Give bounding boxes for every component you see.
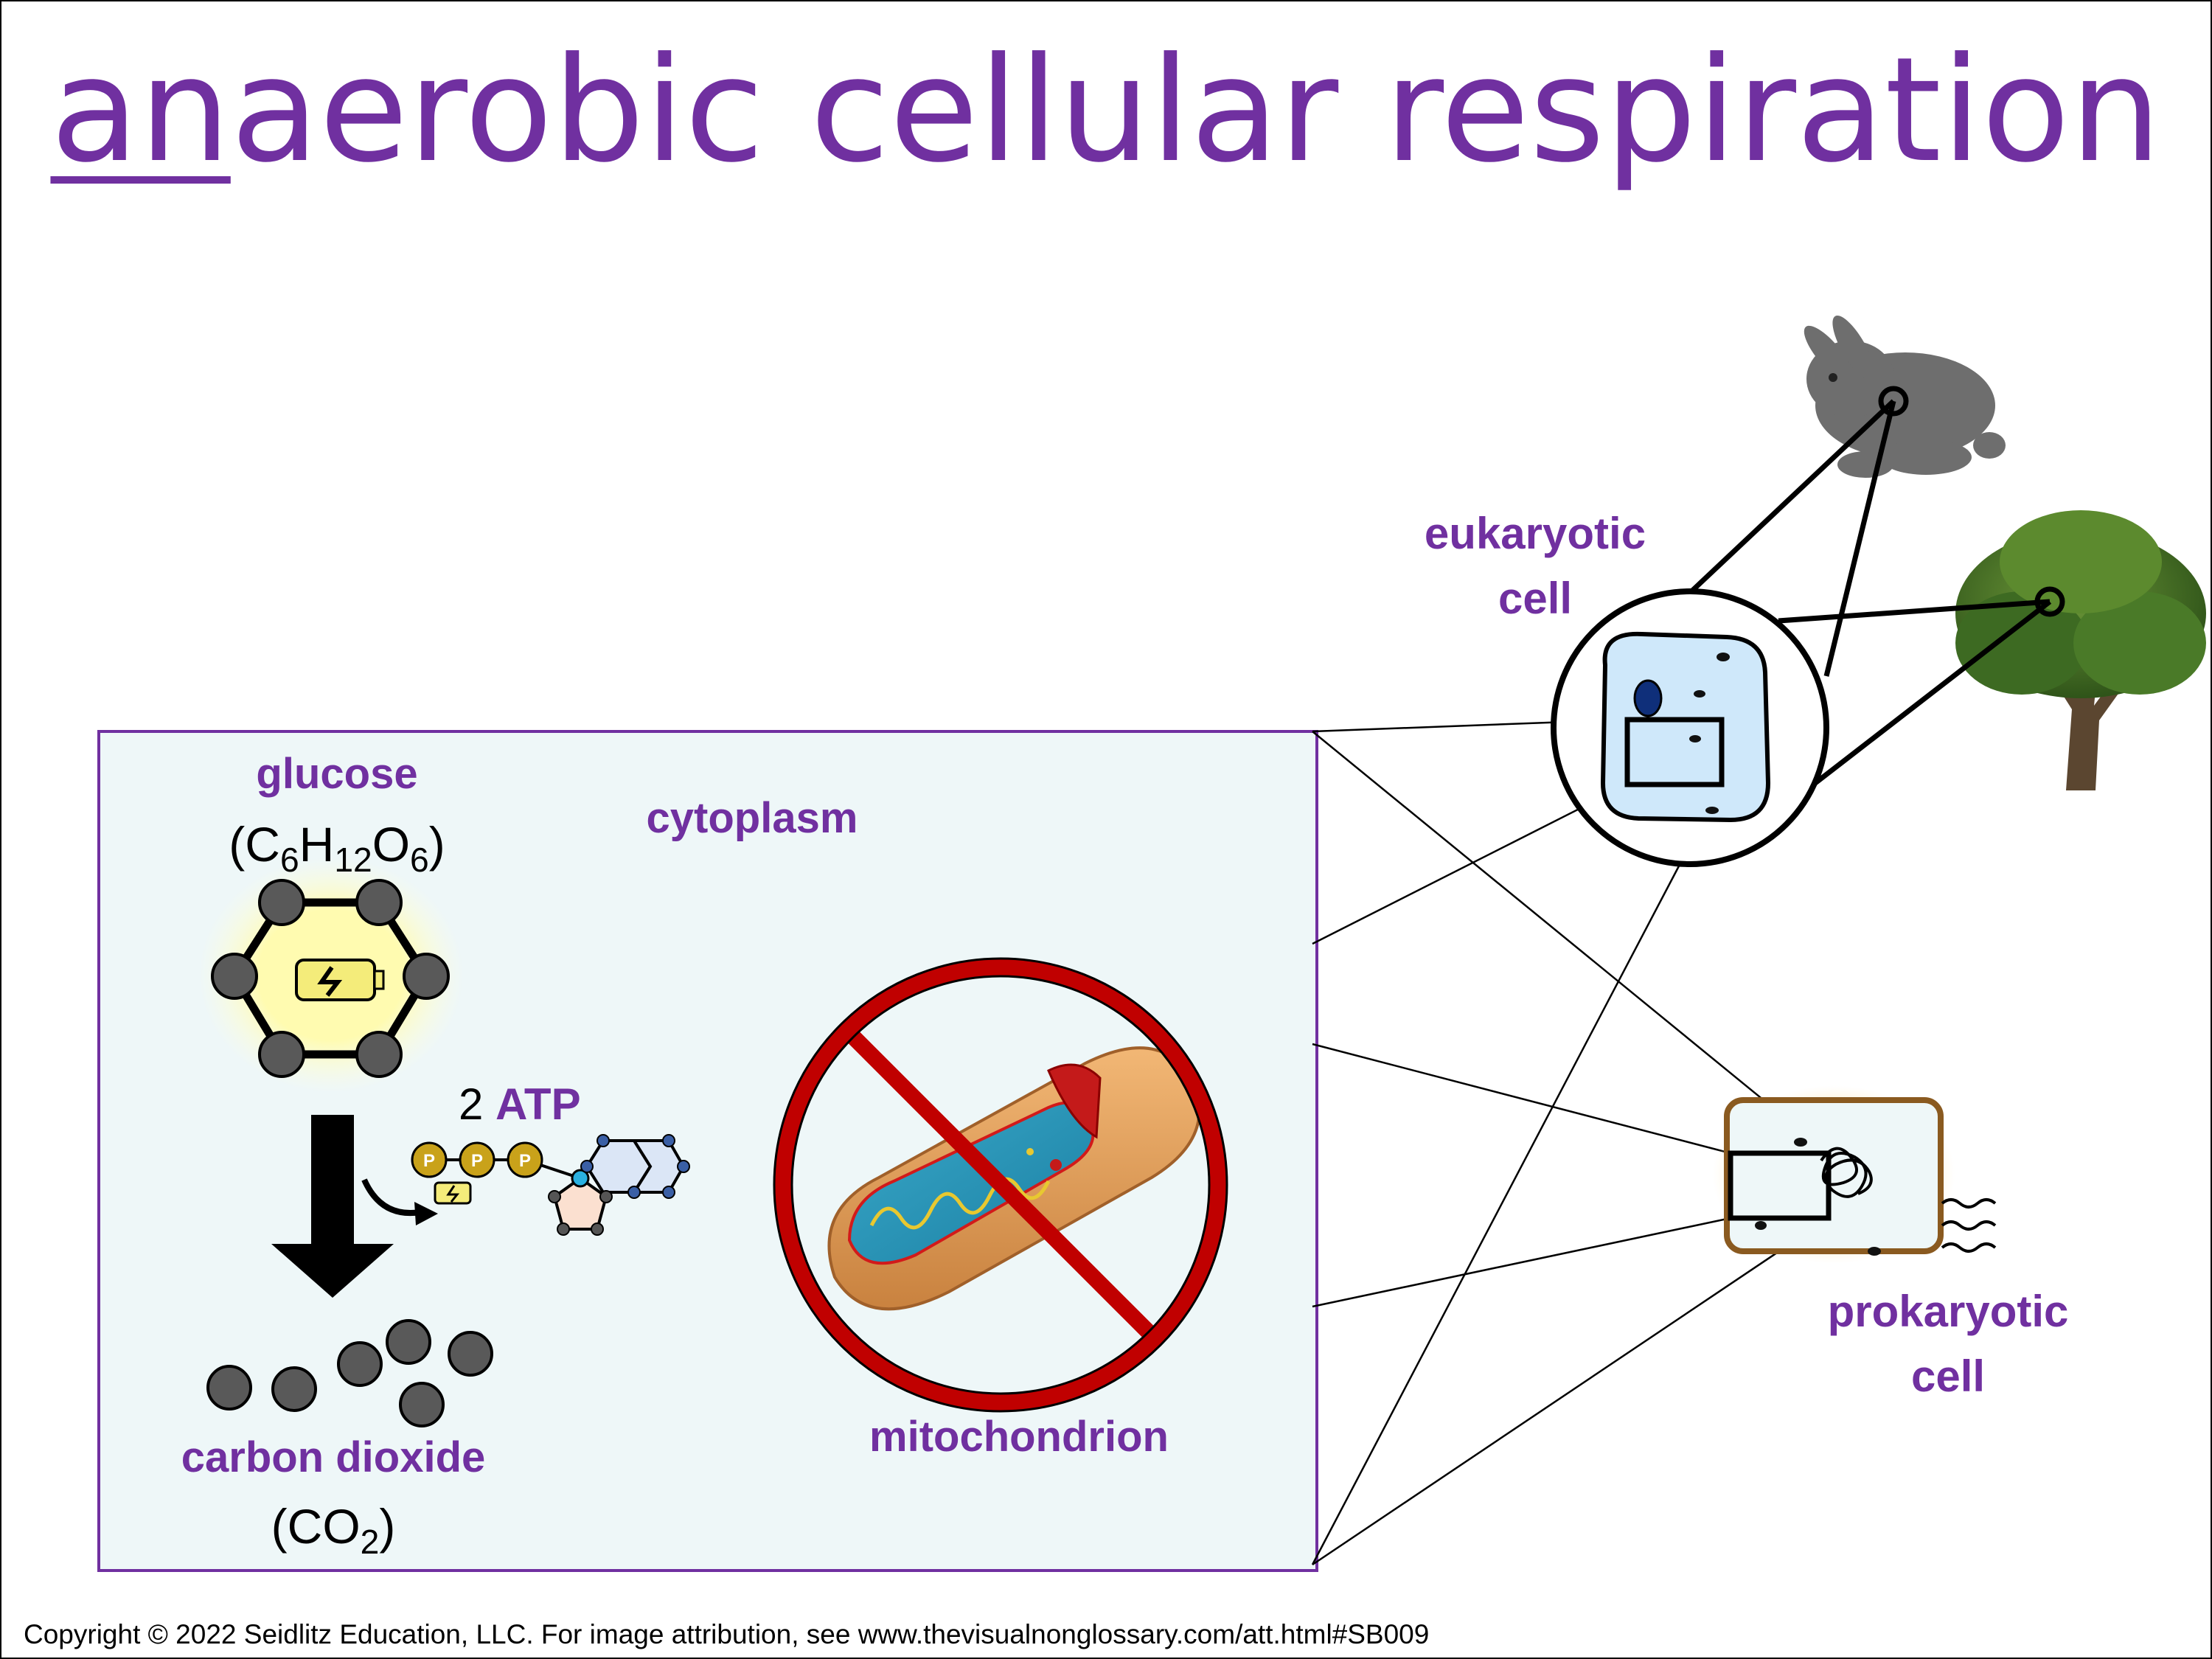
no-symbol-icon	[775, 959, 1226, 1411]
page-title: anaerobic cellular respiration	[1, 38, 2211, 183]
glucose-label: glucose	[256, 750, 418, 798]
prokaryote-zoom-lines	[1312, 731, 1829, 1566]
no-symbol-outline	[773, 957, 1228, 1413]
atp-label: 2 ATP	[459, 1078, 680, 1131]
carbon-dioxide-atoms-icon	[206, 1319, 493, 1427]
prokaryotic-cell-label: prokaryotic cell	[1771, 1279, 2125, 1409]
glucose-molecule-icon	[198, 857, 464, 1093]
prokaryotic-cell-label-line-1: prokaryotic	[1827, 1287, 2069, 1336]
phosphate-label-2: P	[471, 1151, 483, 1171]
energy-arrow-icon	[361, 1178, 421, 1216]
tree-icon	[1955, 510, 2206, 790]
eukaryotic-cell-label-line-1: eukaryotic	[1424, 509, 1646, 558]
copyright-footer: Copyright © 2022 Seidlitz Education, LLC…	[24, 1619, 1430, 1649]
mitochondrion-label: mitochondrion	[869, 1413, 1169, 1461]
eukaryotic-cell-label-line-2: cell	[1498, 574, 1573, 623]
atp-count: 2	[459, 1079, 484, 1129]
organism-magnifier-lines	[1689, 399, 2052, 785]
phosphate-label-1: P	[423, 1151, 435, 1171]
atp-molecule-icon: P P P	[411, 1134, 690, 1236]
rabbit-magnifier-ring	[1878, 386, 1909, 417]
prokaryotic-cell-icon	[1712, 1085, 1997, 1264]
prokaryotic-cell-label-line-2: cell	[1910, 1352, 1986, 1401]
atp-name: ATP	[495, 1079, 581, 1129]
phosphate-label-3: P	[519, 1151, 531, 1171]
eukaryotic-cell-label: eukaryotic cell	[1358, 501, 1712, 631]
tree-magnifier-ring	[2034, 586, 2065, 617]
cytoplasm-label: cytoplasm	[646, 794, 858, 842]
title-prefix: an	[50, 27, 231, 195]
energy-arrowhead-icon	[414, 1202, 438, 1225]
carbon-dioxide-label: carbon dioxide	[181, 1433, 486, 1481]
mitochondrion-icon	[827, 1046, 1201, 1311]
carbon-dioxide-formula: (CO2)	[271, 1499, 396, 1561]
title-rest: aerobic cellular respiration	[230, 27, 2162, 195]
glucose-formula: (C6H12O6)	[229, 817, 445, 879]
down-arrow-icon	[271, 1115, 394, 1298]
eukaryotic-cell-icon	[1551, 588, 1829, 867]
